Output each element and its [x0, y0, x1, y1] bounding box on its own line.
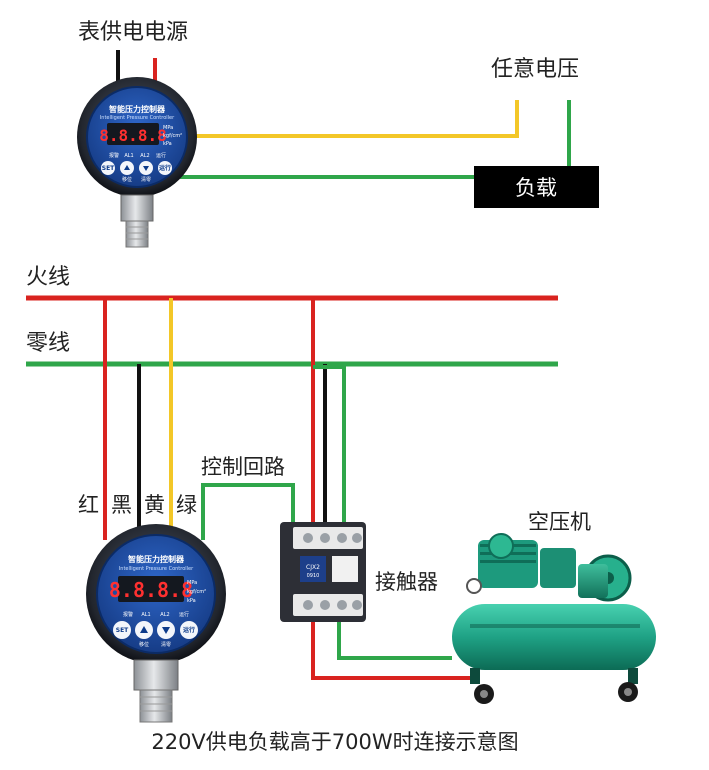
key-set-label-bottom: SET [116, 627, 129, 634]
fitting-hex-bottom [133, 659, 179, 691]
display-panel-top [107, 123, 159, 145]
key-run-label-top: 运行 [159, 164, 171, 172]
load-label: 负载 [515, 176, 557, 200]
live-wire-label: 火线 [26, 265, 70, 290]
any-voltage-label: 任意电压 [491, 57, 579, 82]
key-set-label-top: SET [102, 165, 115, 172]
label-shift-top: 移位 [122, 176, 132, 183]
unit-mpa-top: MPa [163, 125, 173, 131]
pressure-controller-top: 智能压力控制器 Intelligent Pressure Controller … [77, 77, 197, 197]
label-al1-top: AL1 [124, 153, 133, 159]
unit-mpa-bottom: MPa [187, 580, 197, 586]
wire-label-red: 红 [78, 493, 99, 517]
label-shift-bottom: 移位 [139, 641, 149, 648]
key-run-top [158, 161, 172, 175]
compressor-wire-red [311, 620, 476, 680]
key-set-bottom [113, 621, 131, 639]
compressor-wire-green [337, 620, 452, 660]
fitting-thread-bottom [139, 689, 173, 723]
pressure-controller-bottom: 智能压力控制器 Intelligent Pressure Controller … [86, 524, 226, 664]
key-run-bottom [180, 621, 198, 639]
unit-kgf-top: kgf/cm² [163, 133, 182, 139]
device-title-top: 智能压力控制器 [109, 104, 166, 114]
device-title-bottom: 智能压力控制器 [128, 554, 185, 564]
fitting-thread-top [125, 220, 149, 248]
wire-label-yellow: 黄 [144, 493, 165, 517]
shift-arrow-icon-top [124, 165, 130, 170]
label-al2-top: AL2 [140, 153, 149, 159]
wire-label-black: 黑 [111, 493, 132, 517]
unit-kpa-bottom: kPa [187, 598, 196, 604]
key-run-label-bottom: 运行 [183, 626, 195, 634]
label-al2-bottom: AL2 [160, 612, 169, 618]
label-run-bottom: 运行 [179, 611, 189, 618]
fitting-hex-top [120, 194, 154, 222]
top-wire-yellow [180, 100, 519, 138]
label-alarm-top: 报警 [109, 152, 119, 159]
contactor-device: CJX2 0910 [280, 522, 366, 622]
display-panel-bottom [118, 576, 184, 602]
device-subtitle-bottom: Intelligent Pressure Controller [119, 566, 194, 572]
clear-arrow-icon-top [143, 166, 149, 171]
display-readout-bottom: 8.8.8.8 [109, 578, 193, 602]
label-clear-top: 清零 [141, 176, 151, 183]
device-subtitle-top: Intelligent Pressure Controller [100, 115, 175, 121]
wire-label-green: 绿 [176, 493, 197, 517]
control-loop-wire-green [201, 483, 295, 540]
clear-arrow-icon-bottom [162, 627, 170, 634]
display-readout-top: 8.8.8.8 [99, 126, 166, 145]
neutral-wire-label: 零线 [26, 331, 70, 356]
shift-arrow-icon-bottom [140, 626, 148, 633]
load-box [474, 166, 599, 208]
label-alarm-bottom: 报警 [123, 611, 133, 618]
unit-kpa-top: kPa [163, 141, 172, 147]
contactor-feed-green [313, 365, 346, 525]
contactor-label: 接触器 [375, 570, 438, 594]
control-loop-label: 控制回路 [201, 455, 285, 479]
contactor-sub: 0910 [307, 573, 320, 579]
label-al1-bottom: AL1 [141, 612, 150, 618]
key-set-top [101, 161, 115, 175]
label-run-top: 运行 [156, 152, 166, 159]
label-clear-bottom: 清零 [161, 641, 171, 648]
unit-kgf-bottom: kgf/cm² [187, 589, 206, 595]
air-compressor [452, 533, 656, 704]
diagram-caption: 220V供电负载高于700W时连接示意图 [151, 730, 518, 754]
compressor-label: 空压机 [528, 510, 591, 534]
contactor-model: CJX2 [306, 564, 320, 571]
meter-power-label: 表供电电源 [78, 20, 188, 45]
